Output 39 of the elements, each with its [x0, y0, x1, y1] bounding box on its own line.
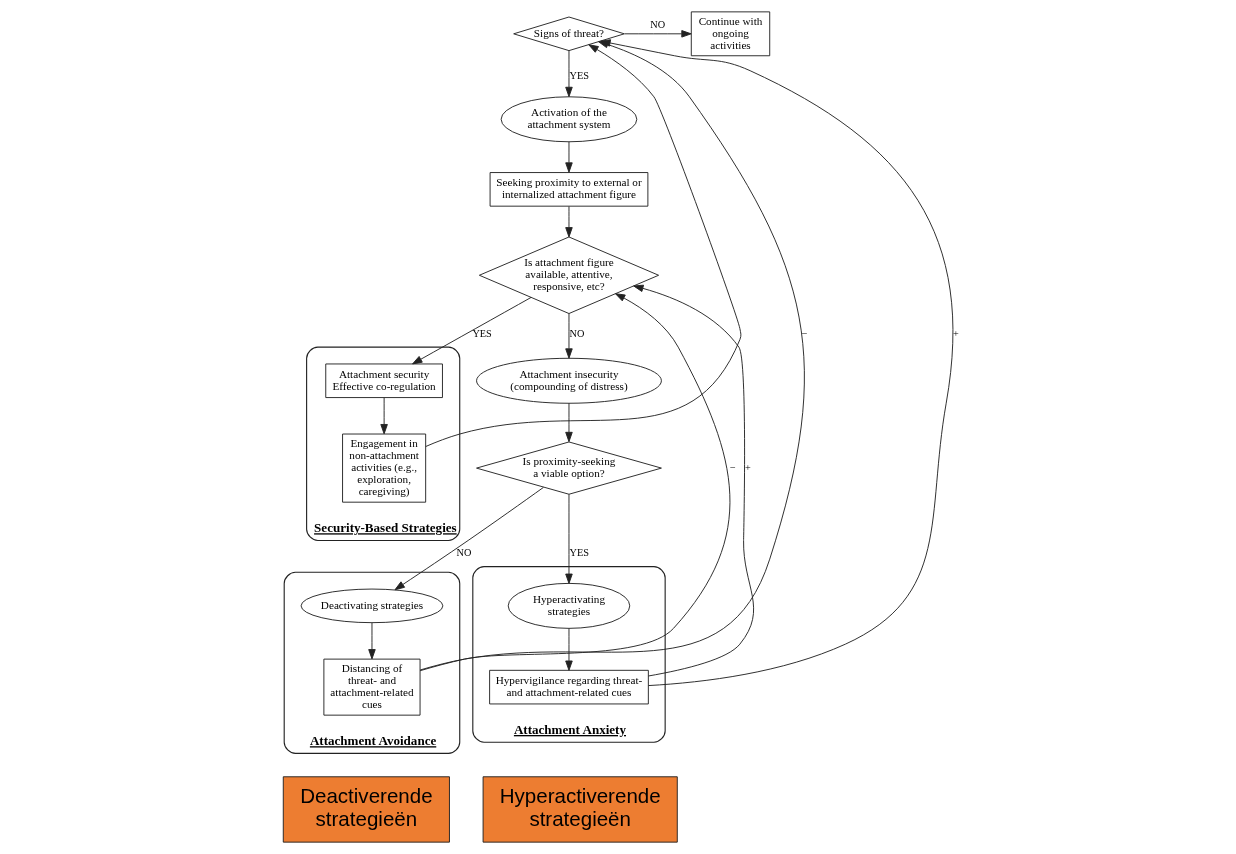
node-box: Hypervigilance regarding threat- and attachment-related cues: [489, 669, 649, 705]
node-box: Continue with ongoing activities: [690, 11, 771, 57]
edge-label: NO: [650, 19, 666, 31]
edge-label: −: [801, 327, 808, 339]
arrow: [633, 284, 755, 677]
node-ellipse: Activation of the attachment system: [500, 96, 638, 143]
arrow: [565, 206, 573, 238]
edge-label: YES: [569, 547, 589, 559]
arrow: [565, 493, 573, 584]
node-box: Engagement in non-attachment activities (e.g., exploration, caregiving): [342, 433, 427, 503]
arrow: [412, 296, 532, 365]
edge-label: NO: [569, 327, 585, 339]
node-box: Deactiverende strategieën: [282, 776, 450, 843]
edge-label: YES: [472, 327, 492, 339]
arrow: [565, 50, 573, 98]
edge-label: NO: [456, 547, 472, 559]
edge-label: YES: [569, 69, 589, 81]
arrow: [565, 628, 573, 671]
node-box: Seeking proximity to external or internalized attachment figure: [489, 172, 649, 207]
arrow: [565, 402, 573, 443]
edge-label: +: [953, 327, 959, 339]
node-ellipse: Hyperactivating strategies: [507, 582, 631, 629]
arrow: [419, 293, 731, 672]
arrow: [425, 44, 742, 447]
node-diamond: Is attachment figure available, attentive, responsive, etc?: [478, 236, 660, 314]
node-diamond: Is proximity-seeking a viable option?: [476, 441, 662, 495]
node-ellipse: Attachment insecurity (compounding of distress): [476, 357, 662, 404]
node-ellipse: Deactivating strategies: [300, 588, 444, 624]
arrow: [380, 397, 388, 435]
edge-label: +: [744, 461, 751, 473]
arrow: [565, 313, 573, 359]
node-box: Distancing of threat- and attachment-related cues: [323, 658, 421, 716]
node-box: Attachment security Effective co-regulation: [325, 363, 443, 399]
edge-label: −: [729, 461, 736, 473]
arrow: [368, 622, 376, 660]
arrow: [394, 486, 544, 591]
arrow: [565, 141, 573, 173]
arrow: [624, 30, 692, 38]
node-box: Hyperactiverende strategieën: [482, 776, 678, 843]
